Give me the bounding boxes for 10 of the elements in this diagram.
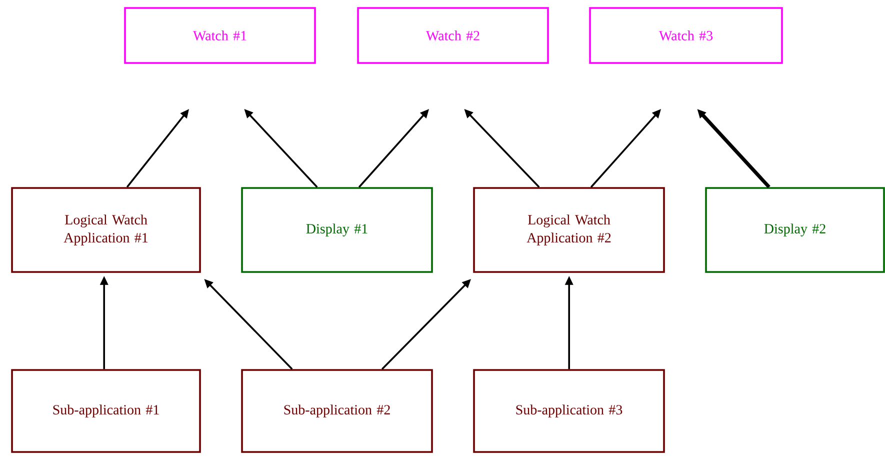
sub-application-box: Sub-application #3 [473,369,665,453]
application-box: Logical Watch Application #2 [473,187,665,273]
sub-application-box: Sub-application #2 [241,369,433,453]
watch-box: Watch #3 [589,7,783,64]
sub-application-box: Sub-application #1 [11,369,201,453]
watch-box: Watch #2 [357,7,549,64]
watch-box: Watch #1 [124,7,316,64]
display-box: Display #1 [241,187,433,273]
display-box: Display #2 [705,187,885,273]
application-box: Logical Watch Application #1 [11,187,201,273]
